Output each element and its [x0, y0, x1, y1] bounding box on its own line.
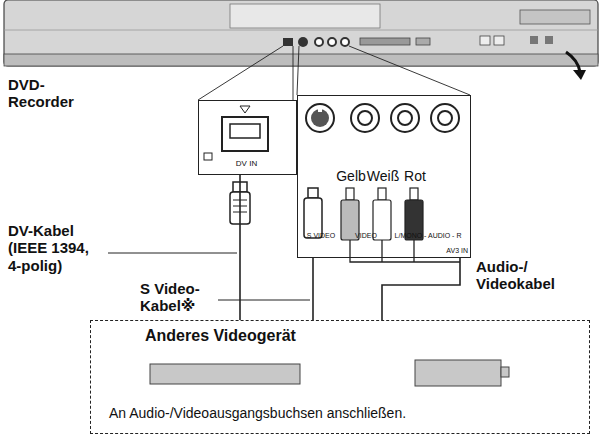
device-heading: Anderes Videogerät — [145, 327, 445, 345]
color-label: Rot — [400, 168, 430, 184]
color-label: Weiß — [366, 168, 400, 184]
cable-label: S Video- Kabel※ — [140, 280, 216, 315]
device-label: DVD- Recorder — [8, 76, 92, 111]
cable-label: DV-Kabel (IEEE 1394, 4-polig) — [8, 222, 106, 274]
port-label: AV3 IN — [418, 247, 468, 255]
dv-inset: DV IN — [198, 100, 297, 175]
other-device-box: Anderes Videogerät An Audio-/Videoausgang… — [90, 320, 590, 434]
color-label: Gelb — [334, 168, 368, 184]
port-label: S VIDEO — [300, 232, 342, 240]
cable-line — [382, 258, 460, 320]
cable-line — [239, 175, 241, 320]
port-label: VIDEO — [347, 232, 385, 240]
cable-line — [312, 258, 314, 320]
port-label: DV IN — [199, 159, 294, 168]
port-label: An Audio-/Videoausgangsbuchsen anschließ… — [109, 405, 579, 421]
port-label: L/MONO - AUDIO - R — [388, 232, 468, 240]
cable-label: Audio-/ Videokabel — [476, 258, 572, 293]
